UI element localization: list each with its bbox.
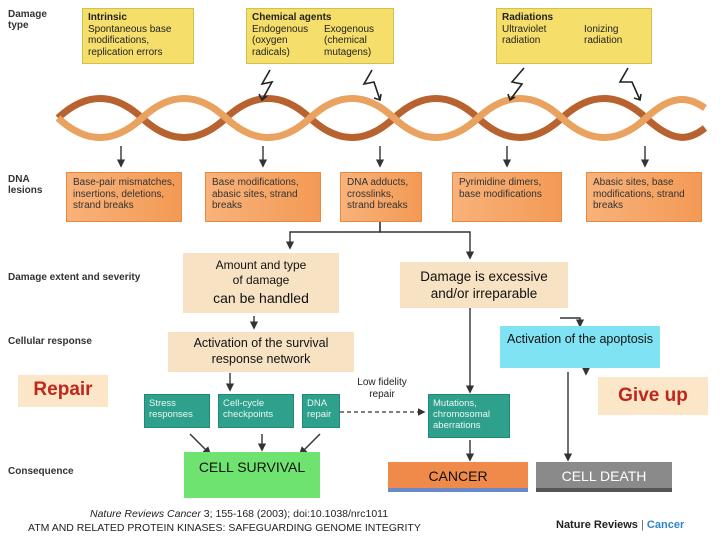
row-label-damage-type: Damage type: [8, 9, 47, 31]
apoptosis-response-box: Activation of the apoptosis: [500, 326, 660, 368]
intrinsic-text: Spontaneous base modifications, replicat…: [88, 23, 172, 58]
radiation-uv: Ultraviolet radiation: [502, 23, 547, 47]
lightning-bolt-icon: [507, 67, 525, 102]
mutations-box: Mutations, chromosomal aberrations: [428, 394, 510, 438]
lightning-bolt-icon: [618, 67, 642, 102]
repair-label: Repair: [18, 375, 108, 407]
chemical-exogenous: Exogenous (chemical mutagens): [324, 23, 375, 58]
row-label-cellular-response: Cellular response: [8, 336, 92, 347]
row-label-consequence: Consequence: [8, 466, 74, 477]
lightning-bolt-icon: [258, 69, 274, 102]
chemical-endogenous: Endogenous (oxygen radicals): [252, 23, 309, 58]
damage-type-radiations: Radiations Ultraviolet radiation Ionizin…: [496, 8, 652, 64]
damage-type-intrinsic: Intrinsic Spontaneous base modifications…: [82, 8, 194, 64]
lesion-box-1: Base-pair mismatches, insertions, deleti…: [66, 172, 182, 222]
citation-details: 3; 155-168 (2003); doi:10.1038/nrc1011: [200, 508, 389, 520]
citation: Nature Reviews Cancer 3; 155-168 (2003);…: [90, 508, 388, 520]
extent-handled-box: Amount and type of damage can be handled: [183, 253, 339, 313]
lesion-arrows: [116, 146, 650, 168]
row-label-dna-lesions: DNA lesions: [8, 174, 43, 196]
extent-arrows: [189, 222, 591, 462]
figure-title: ATM AND RELATED PROTEIN KINASES: SAFEGUA…: [28, 522, 421, 534]
extent-excessive-line2: and/or irreparable: [430, 286, 538, 301]
radiations-title: Radiations: [502, 12, 554, 23]
lesion-box-4: Pyrimidine dimers, base modifications: [452, 172, 562, 222]
lightning-bolt-icon: [362, 69, 382, 102]
intrinsic-title: Intrinsic: [88, 12, 127, 23]
extent-handled-line1: Amount and type: [215, 258, 307, 272]
dna-repair-box: DNA repair: [302, 394, 340, 428]
survival-response-box: Activation of the survival response netw…: [168, 332, 354, 372]
cell-cycle-checkpoints-box: Cell-cycle checkpoints: [218, 394, 294, 428]
dna-helix: [55, 95, 708, 141]
journal-brand: Nature Reviews | Cancer: [556, 519, 684, 531]
lesion-box-2: Base modifications, abasic sites, strand…: [205, 172, 321, 222]
lesion-box-5: Abasic sites, base modifications, strand…: [586, 172, 702, 222]
cell-death-box: CELL DEATH: [536, 462, 672, 492]
chemical-title: Chemical agents: [252, 12, 332, 23]
cell-survival-box: CELL SURVIVAL: [184, 452, 320, 498]
low-fidelity-label: Low fidelity repair: [357, 377, 407, 400]
brand-nature-reviews: Nature Reviews: [556, 519, 638, 531]
give-up-label: Give up: [598, 377, 708, 415]
extent-excessive-box: Damage is excessive and/or irreparable: [400, 262, 568, 308]
cancer-box: CANCER: [388, 462, 528, 492]
extent-excessive-line1: Damage is excessive: [420, 269, 548, 284]
damage-type-chemical: Chemical agents Endogenous (oxygen radic…: [246, 8, 394, 64]
lesion-box-3: DNA adducts, crosslinks, strand breaks: [340, 172, 422, 222]
brand-separator: |: [637, 519, 647, 531]
extent-handled-line3: can be handled: [213, 290, 309, 306]
stress-responses-box: Stress responses: [144, 394, 210, 428]
brand-cancer: Cancer: [646, 519, 685, 531]
row-label-damage-extent: Damage extent and severity: [8, 272, 141, 283]
citation-journal: Nature Reviews Cancer: [90, 508, 201, 520]
radiation-ionizing: Ionizing radiation: [584, 23, 623, 47]
extent-handled-line2: of damage: [232, 273, 290, 287]
